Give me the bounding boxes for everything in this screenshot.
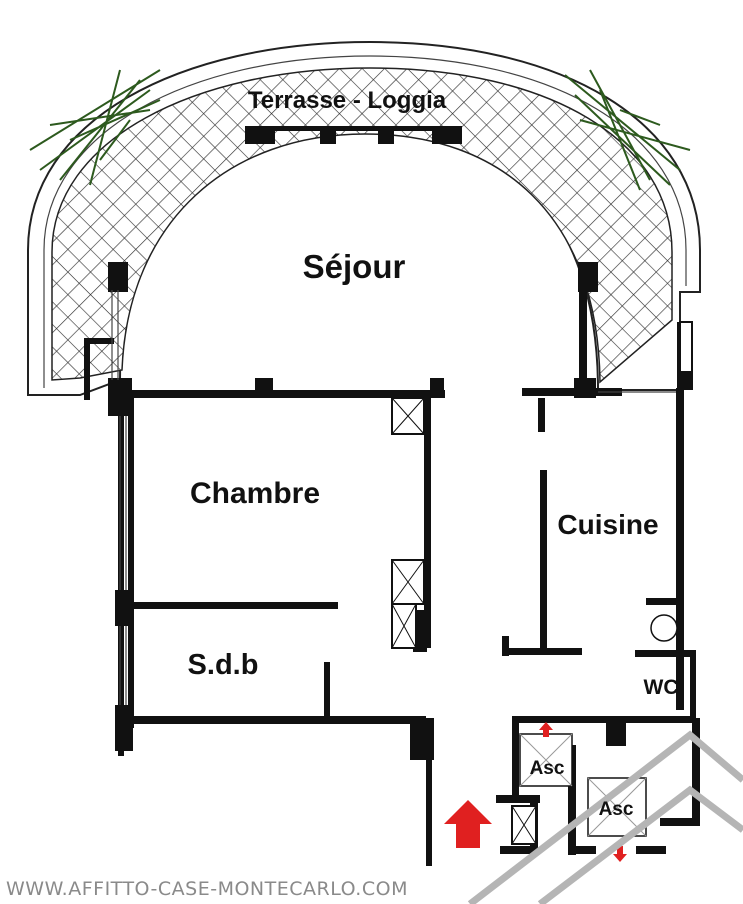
elevator-2-label: Asc xyxy=(599,799,634,820)
entrance-arrow-icon xyxy=(444,800,492,848)
elevator-1 xyxy=(519,733,573,787)
plant-icon xyxy=(29,69,691,191)
duct-shafts xyxy=(391,321,693,845)
living-room-label: Séjour xyxy=(303,248,406,285)
toilet-icon xyxy=(650,614,678,642)
elevator-down-arrow-icon xyxy=(613,846,627,862)
website-watermark: WWW.AFFITTO-CASE-MONTECARLO.COM xyxy=(6,878,408,900)
walls xyxy=(84,126,700,866)
bedroom-label: Chambre xyxy=(190,477,320,510)
windows xyxy=(111,290,676,705)
kitchen-label: Cuisine xyxy=(557,509,658,540)
elevator-up-arrow-icon xyxy=(539,722,553,737)
terrace-label: Terrasse - Loggia xyxy=(248,87,447,114)
wc-label: WC xyxy=(644,676,679,699)
watermark-logo-icon xyxy=(467,730,743,904)
terrace-loggia xyxy=(27,40,701,396)
elevator-1-label: Asc xyxy=(530,758,565,779)
bathroom-label: S.d.b xyxy=(188,649,259,681)
